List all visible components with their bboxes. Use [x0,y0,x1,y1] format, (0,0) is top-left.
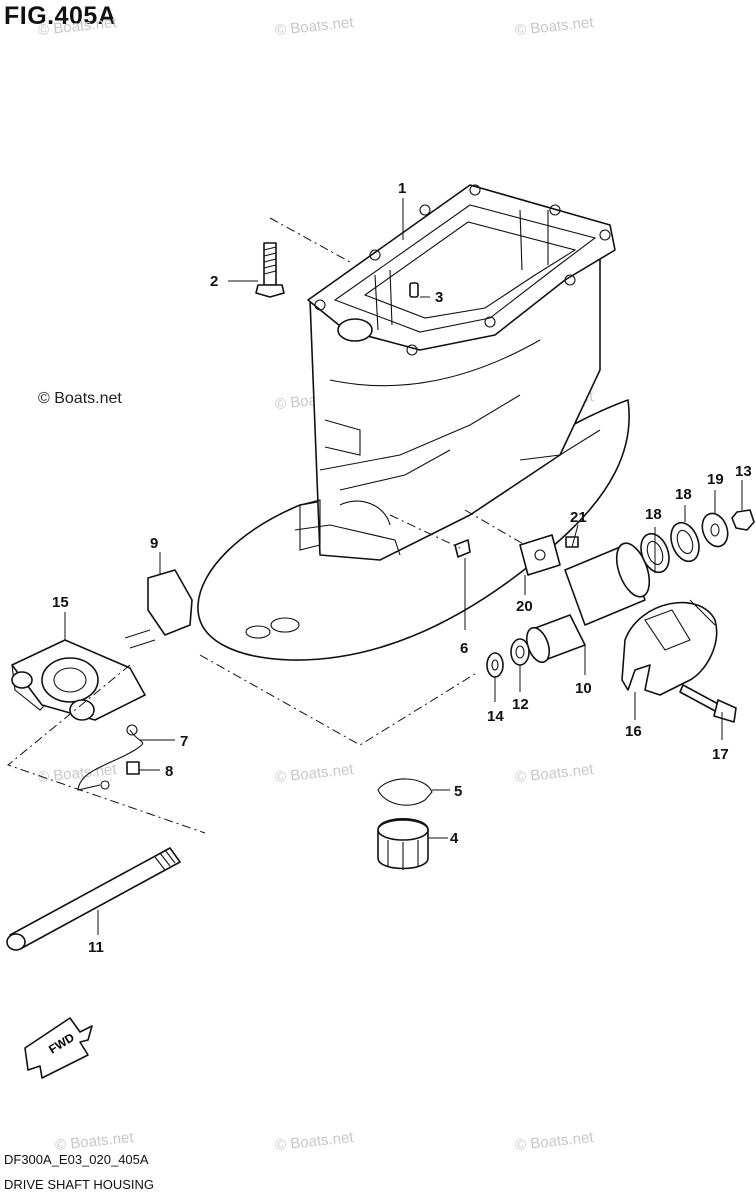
block-part-9 [124,569,193,649]
stud-part-11 [6,847,181,951]
washer-part-19 [701,512,729,548]
callout-18b: 18 [675,486,692,503]
screw-part-21 [565,536,579,548]
callout-8: 8 [165,763,173,780]
callout-1: 1 [398,180,406,197]
callout-14: 14 [487,708,504,725]
washer-part-18 [670,521,700,563]
figure-description: DRIVE SHAFT HOUSING [4,1177,155,1192]
washer-part-12 [510,638,530,666]
bolt-part-17 [679,684,737,723]
nut-part-13 [731,509,755,531]
callouts: 1 2 3 4 5 6 7 8 9 10 11 12 13 14 15 16 1… [52,180,752,956]
callout-19: 19 [707,471,724,488]
callout-17: 17 [712,746,729,763]
callout-13: 13 [735,463,752,480]
callout-5: 5 [454,783,462,800]
dashed-guide [389,514,461,549]
callout-7: 7 [180,733,188,750]
callout-11: 11 [88,939,104,956]
callout-4: 4 [450,830,459,847]
callout-12: 12 [512,696,529,713]
cylinder-part-10 [525,542,651,664]
dashed-guide [199,654,479,746]
bolt-part-6 [454,539,471,558]
figure-title: FIG.405A [4,2,117,30]
callout-2: 2 [210,273,218,290]
callout-3: 3 [435,289,443,306]
callout-18a: 18 [645,506,662,523]
dashed-guide [464,509,526,546]
clamp-part-16 [621,599,718,696]
dashed-guide [6,664,206,834]
drive-shaft-housing [197,184,630,661]
yoke-part-15 [11,639,146,721]
callout-6: 6 [460,640,468,657]
callout-16: 16 [625,723,642,740]
plate-part-20 [519,534,561,576]
dowel-pin-part-3 [409,282,419,298]
circlip-part-5 [377,778,433,806]
dashed-guide [269,217,351,263]
washer-part-14 [486,652,504,678]
screw-part-8 [126,761,140,775]
watermark: © Boats.net [38,390,122,407]
callout-21: 21 [570,509,587,526]
callout-9: 9 [150,535,158,552]
ground-wire-part-7 [77,729,144,791]
callout-10: 10 [575,680,592,697]
nut-part-4 [377,818,429,870]
callout-15: 15 [52,594,69,611]
fwd-arrow-icon: FWD [24,1017,93,1079]
figure-code: DF300A_E03_020_405A [4,1152,149,1167]
bolt-part-2 [255,242,285,298]
callout-20: 20 [516,598,533,615]
